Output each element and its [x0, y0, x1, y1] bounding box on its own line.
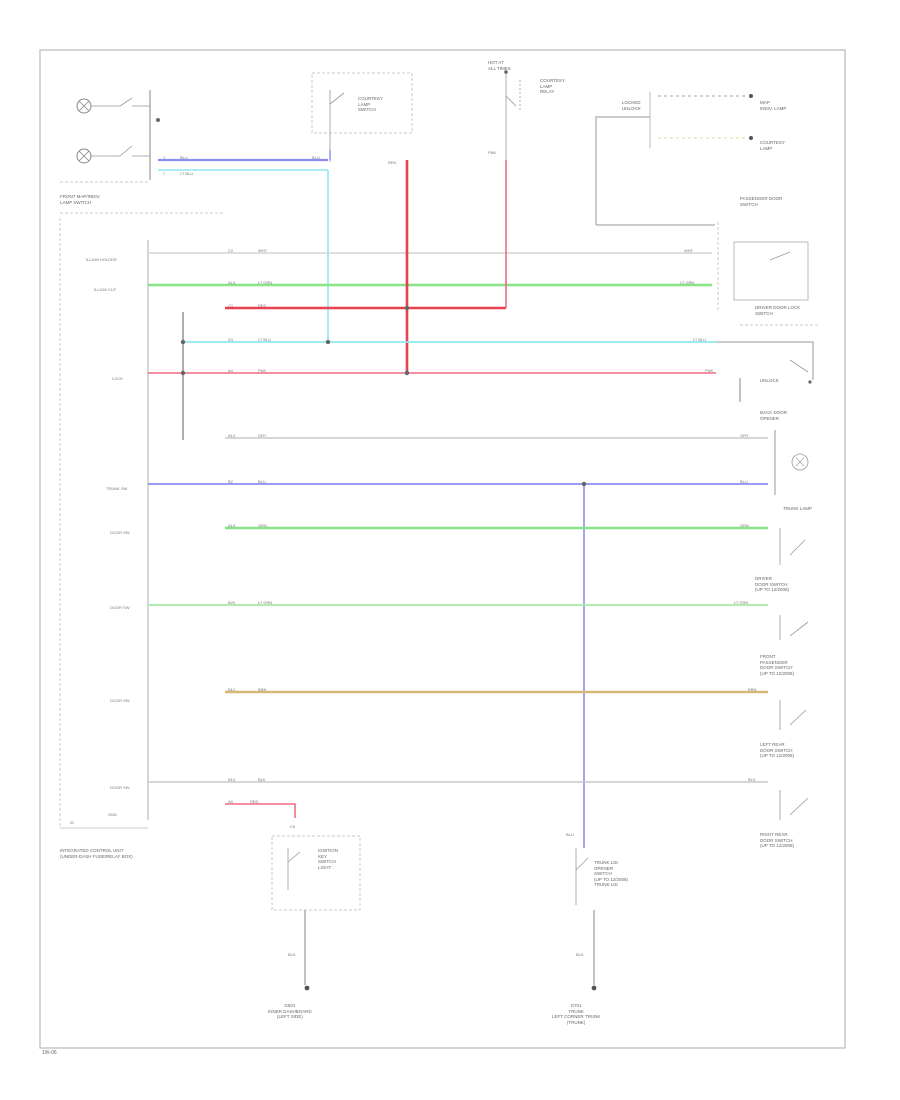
ground-right-label: G701 TRUNK LEFT CORNER TRUNK (TRUNK)	[552, 1003, 601, 1025]
wire-code: LT BLU	[180, 171, 194, 176]
wire-code: RED	[250, 799, 259, 804]
pin-number: C2	[228, 248, 234, 253]
pin-number: C6	[290, 824, 296, 829]
courtesy-lamp-switch	[311, 72, 413, 162]
pin-number: A4	[228, 368, 233, 373]
unit-pin-name: ILLUMI CUT	[94, 287, 117, 292]
pin-number: A9	[228, 799, 233, 804]
wire-code: LT GRN	[258, 280, 273, 285]
lock-top-label: LOCKED UNLOCK	[622, 100, 641, 111]
interior-switch-label: IGNITION KEY SWITCH LIGHT	[318, 848, 338, 870]
interior-switch	[271, 835, 361, 991]
wire-code: GRY	[258, 433, 267, 438]
left-rear-door-label: LEFT REAR DOOR SWITCH (UP TO 12/2008)	[760, 742, 795, 758]
unit-pin-name: DOOR SW	[110, 698, 130, 703]
passenger-door-label: PASSENGER DOOR SWITCH	[740, 196, 783, 207]
pin-number: 1	[163, 155, 166, 160]
pin-number: A12	[228, 433, 236, 438]
wire-code: GRN	[258, 523, 267, 528]
unit-pin-name: DOOR SW	[110, 785, 130, 790]
wire-code: PNK	[488, 150, 497, 155]
wire-code: LT GRN	[734, 600, 749, 605]
back-door-label: BACK DOOR OPENER	[760, 410, 788, 421]
wire-code: GRY	[740, 433, 749, 438]
unlock-label: UNLOCK	[760, 378, 779, 383]
wire-code: RED	[258, 303, 267, 308]
driver-lock-switch	[716, 341, 814, 402]
wire-code: BLU	[566, 832, 574, 837]
lamp-mid-label: COURTESY LAMP	[760, 140, 785, 151]
wire-code: LT BLU	[258, 337, 272, 342]
page-reference: 1W-06	[42, 1050, 57, 1056]
ground-left-label: G501 INNER DASHBOARD (LEFT SIDE)	[268, 1003, 312, 1019]
unit-pin-name: TRUNK SW	[106, 486, 128, 491]
trunk-lamp-label: TRUNK LAMP	[783, 506, 813, 511]
pin-number: B14	[228, 777, 236, 782]
trunk-lamp	[774, 430, 809, 495]
pin-number: A3	[228, 337, 233, 342]
integrated-unit-label: INTEGRATED CONTROL UNIT (UNDER-DASH FUSE…	[60, 848, 133, 859]
unit-pin-name: GND	[108, 812, 117, 817]
wire-code: GRN	[740, 523, 749, 528]
unit-pin-name: DOOR SW	[110, 530, 130, 535]
wires	[148, 150, 768, 848]
trunk-lid-switch-label: TRUNK LID OPENER SWITCH (UP TO 12/2008) …	[594, 860, 629, 887]
lamp-top-label: MAP INDIV. LAMP	[760, 100, 787, 111]
pin-number: C1	[228, 303, 234, 308]
driver-door-label: DRIVER DOOR SWITCH (UP TO 12/2008)	[755, 576, 790, 592]
door-lock-block	[595, 92, 809, 301]
wire-code: RED	[388, 160, 397, 165]
wire-code: BRN	[748, 687, 757, 692]
wire-code: WHT	[684, 248, 694, 253]
pin-number: B12	[228, 687, 236, 692]
right-rear-door-label: RIGHT REAR DOOR SWITCH (UP TO 12/2008)	[760, 832, 795, 848]
wire-code: BLK	[576, 952, 584, 957]
wire-code: BRN	[258, 687, 267, 692]
wire-code: BLU	[740, 479, 748, 484]
wire-code: BLK	[288, 952, 296, 957]
wire-code: PNK	[258, 368, 267, 373]
trunk-lid-switch	[575, 848, 597, 991]
unit-pin-name: DOOR SW	[110, 605, 130, 610]
wire-code: LT BLU	[693, 337, 707, 342]
unit-pin-name: LOCK	[112, 376, 123, 381]
wire-code: PNK	[705, 368, 714, 373]
pin-number: B20	[228, 600, 236, 605]
wire-red-ig	[225, 803, 296, 818]
unlock-switch-label: DRIVER DOOR LOCK SWITCH	[755, 305, 801, 316]
wire-code: BLU	[312, 155, 320, 160]
wire-code: BLU	[180, 155, 188, 160]
wire-code: WHT	[258, 248, 268, 253]
pin-number: 7	[163, 171, 166, 176]
unit-pin-name: IG	[70, 820, 75, 825]
pin-number: A19	[228, 523, 236, 528]
pin-number: A10	[228, 280, 236, 285]
courtesy-lamp-label: COURTESY LAMP RELAY	[540, 78, 565, 94]
wire-code: BLK	[258, 777, 266, 782]
courtesy-lamp-relay	[504, 70, 521, 160]
courtesy-switch-label: COURTESY LAMP SWITCH	[358, 96, 383, 112]
front-passenger-door-label: FRONT PASSENGER DOOR SWITCH (UP TO 12/20…	[760, 654, 795, 676]
wire-code: BLU	[258, 479, 266, 484]
pin-number: B2	[228, 479, 233, 484]
fuse-label: HOT AT ALL TIMES	[488, 60, 511, 71]
diagram-frame	[39, 49, 846, 1049]
junction-dots	[180, 305, 587, 487]
unit-pin-name: ILLUMI HOLDER	[86, 257, 117, 262]
wire-code: BLK	[748, 777, 756, 782]
front-map-lamp-switch	[60, 90, 160, 183]
wire-code: LT GRN	[258, 600, 273, 605]
front-map-label: FRONT MAP/INDIV. LAMP SWITCH	[60, 194, 101, 205]
door-switches	[779, 528, 809, 820]
wire-code: LT GRN	[680, 280, 695, 285]
